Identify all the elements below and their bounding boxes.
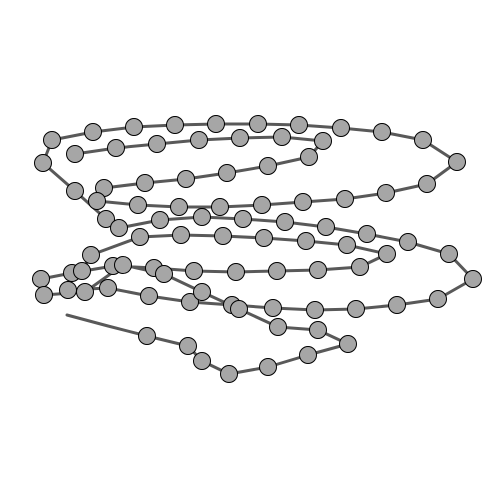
bead	[84, 123, 102, 141]
bead	[193, 352, 211, 370]
bead	[297, 232, 315, 250]
bead	[347, 300, 365, 318]
bead	[231, 129, 249, 147]
bead	[448, 153, 466, 171]
bead	[88, 192, 106, 210]
bead	[136, 174, 154, 192]
bead	[148, 135, 166, 153]
bead	[214, 227, 232, 245]
bead	[43, 131, 61, 149]
bead	[294, 193, 312, 211]
bead	[300, 148, 318, 166]
bead	[378, 245, 396, 263]
bead	[230, 300, 248, 318]
bead	[414, 131, 432, 149]
bead	[253, 196, 271, 214]
bead	[377, 184, 395, 202]
bead	[464, 270, 482, 288]
bead	[193, 283, 211, 301]
bead	[373, 123, 391, 141]
bead	[140, 287, 158, 305]
bead	[339, 335, 357, 353]
bead	[82, 246, 100, 264]
bead	[35, 286, 53, 304]
bead	[314, 132, 332, 150]
bead	[249, 115, 267, 133]
bead	[207, 115, 225, 133]
bead	[166, 116, 184, 134]
bead	[114, 256, 132, 274]
bead	[338, 236, 356, 254]
bead	[309, 321, 327, 339]
bead	[110, 219, 128, 237]
bead	[125, 118, 143, 136]
bead	[332, 119, 350, 137]
bead	[193, 208, 211, 226]
bead	[76, 283, 94, 301]
bead	[309, 261, 327, 279]
bead	[220, 365, 238, 383]
bead	[306, 301, 324, 319]
bead	[185, 262, 203, 280]
bead	[32, 270, 50, 288]
bead	[418, 175, 436, 193]
bead	[269, 318, 287, 336]
bead	[151, 211, 169, 229]
bead	[66, 182, 84, 200]
bead	[131, 228, 149, 246]
bead	[179, 337, 197, 355]
bead	[273, 128, 291, 146]
bead	[255, 229, 273, 247]
bead	[99, 279, 117, 297]
bead	[264, 299, 282, 317]
bead	[388, 296, 406, 314]
bead	[399, 233, 417, 251]
bead	[155, 265, 173, 283]
bead	[66, 145, 84, 163]
bead	[59, 281, 77, 299]
bead	[177, 170, 195, 188]
bead	[73, 262, 91, 280]
bead	[107, 139, 125, 157]
bead-group	[32, 115, 482, 383]
bead	[268, 262, 286, 280]
bead	[170, 198, 188, 216]
bead	[276, 213, 294, 231]
bead	[218, 164, 236, 182]
bead	[172, 226, 190, 244]
bead	[129, 196, 147, 214]
bead	[181, 293, 199, 311]
bead	[138, 327, 156, 345]
bead	[290, 116, 308, 134]
bead	[440, 245, 458, 263]
bead	[34, 154, 52, 172]
bead	[259, 358, 277, 376]
bead	[211, 198, 229, 216]
bead	[336, 190, 354, 208]
bead	[317, 218, 335, 236]
bead	[351, 258, 369, 276]
bead	[429, 290, 447, 308]
bead	[234, 210, 252, 228]
bead	[190, 131, 208, 149]
bead	[97, 210, 115, 228]
bead	[227, 263, 245, 281]
bead	[299, 346, 317, 364]
bead	[259, 157, 277, 175]
bead	[358, 225, 376, 243]
